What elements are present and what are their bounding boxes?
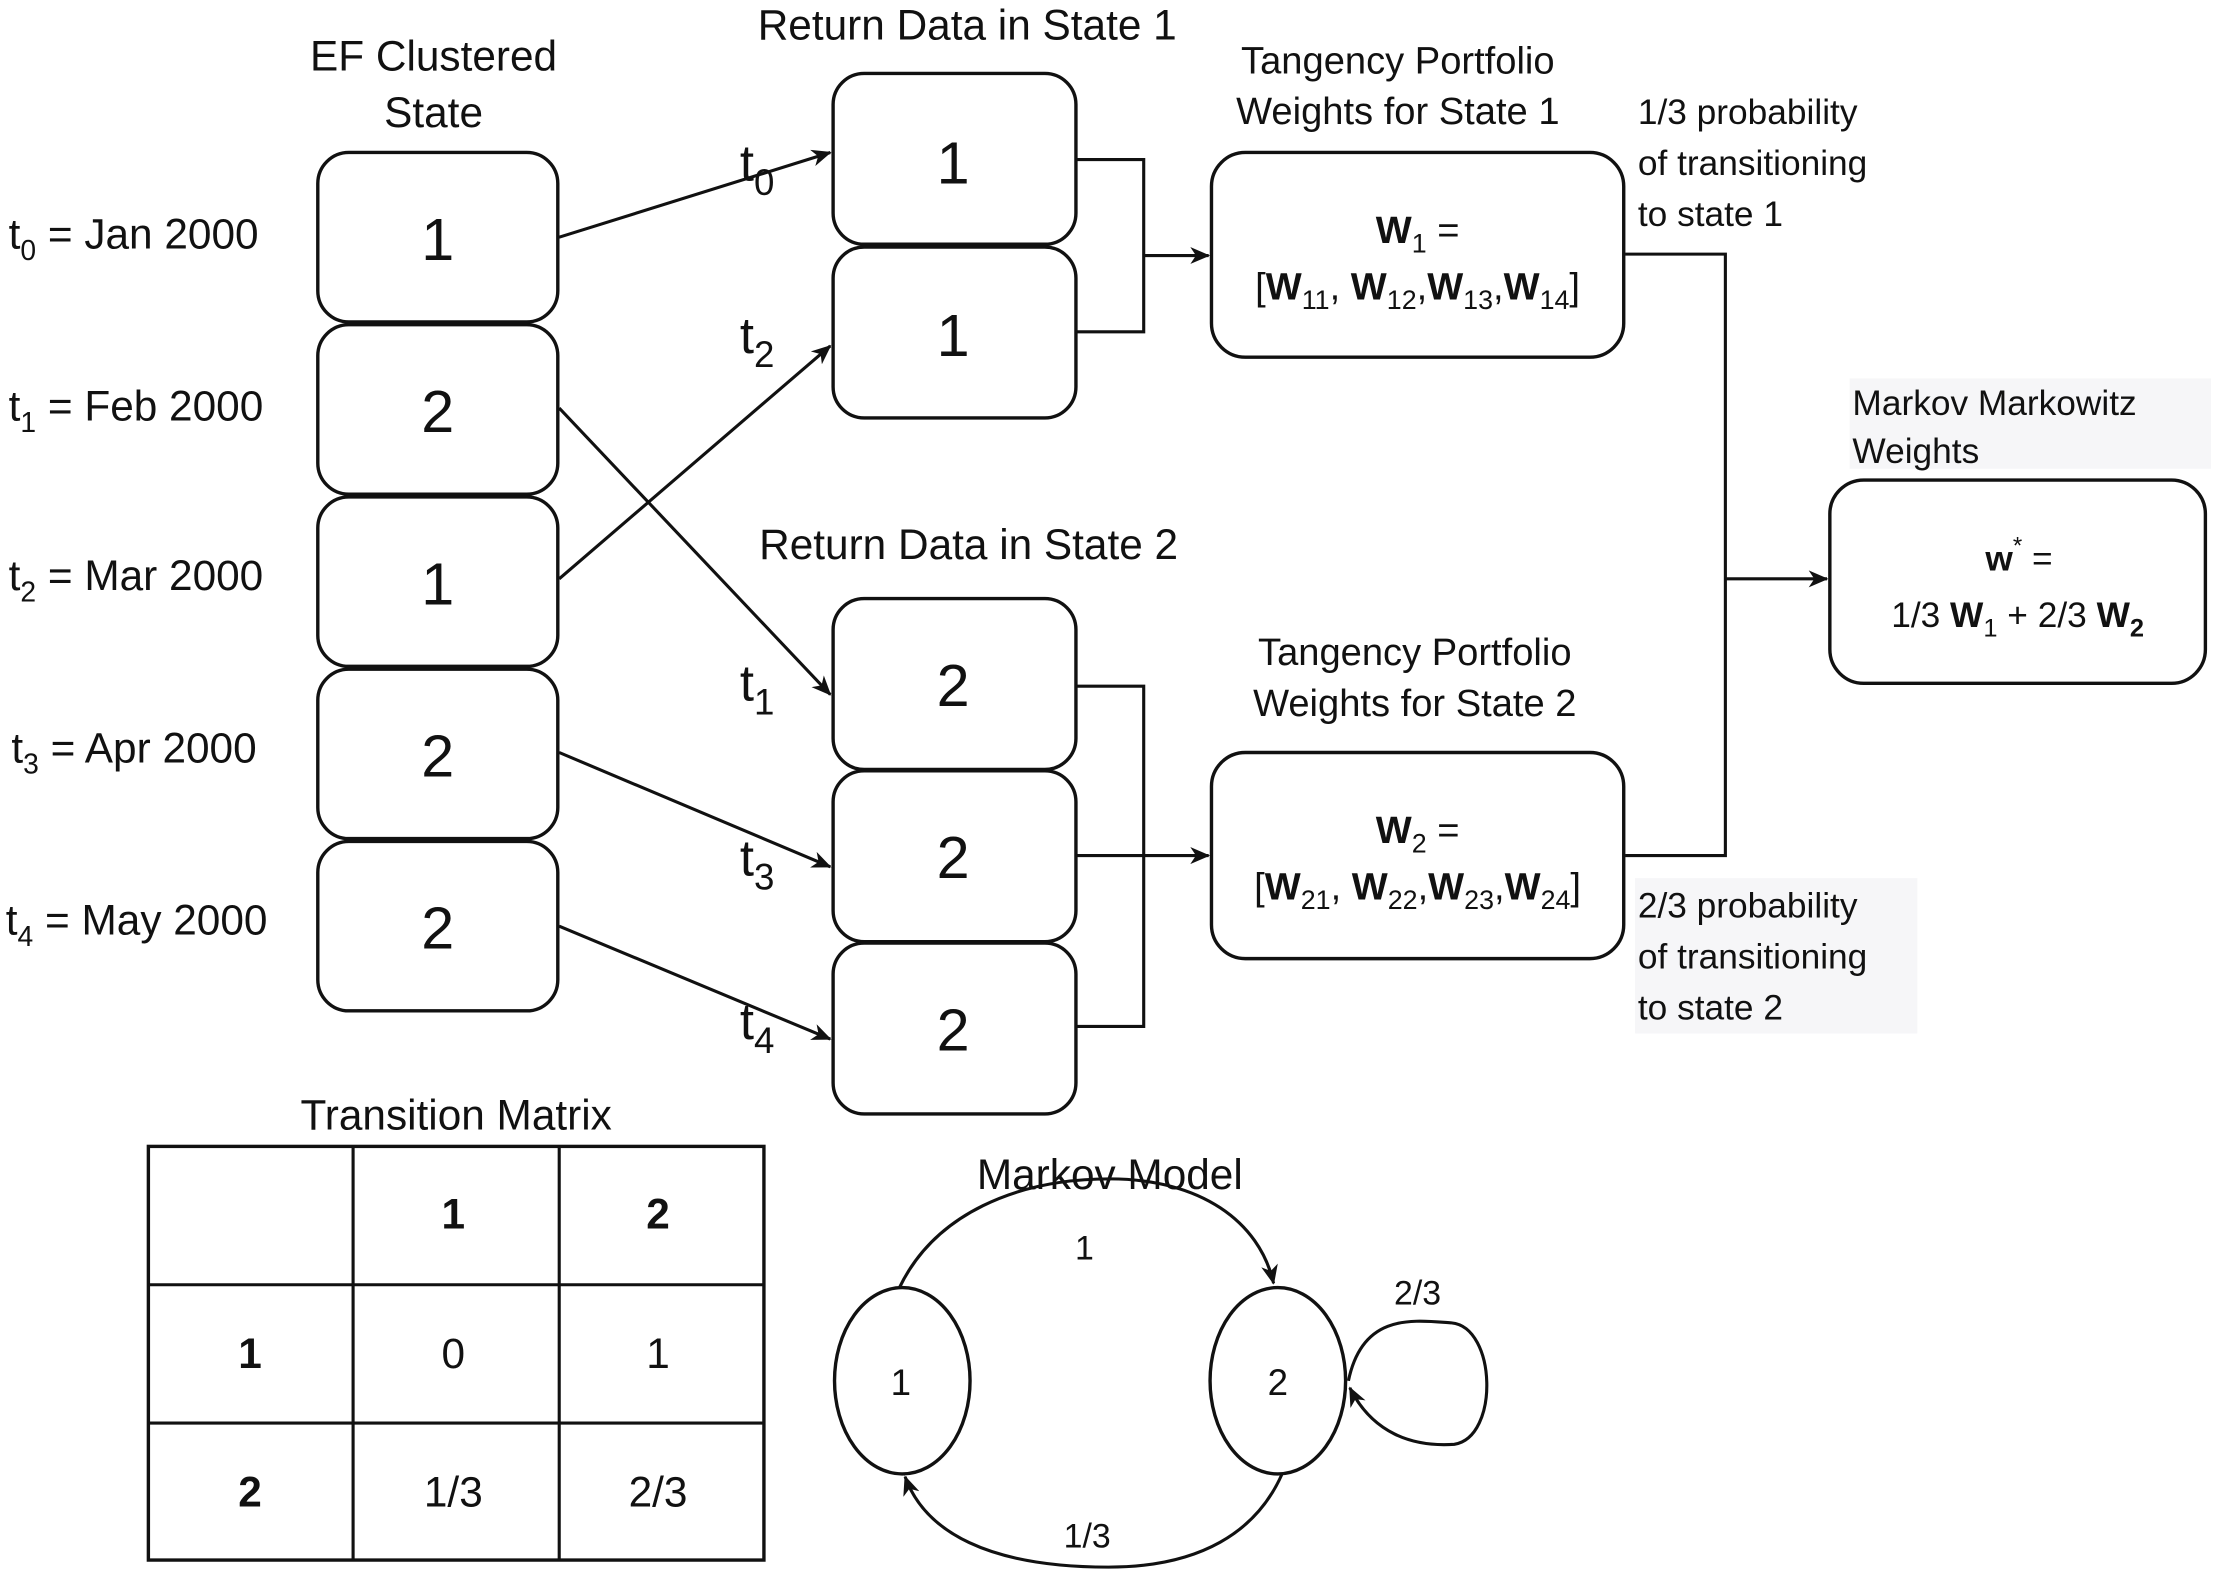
ef-title-line1: EF Clustered xyxy=(310,33,557,80)
markowitz-title-line1: Markov Markowitz xyxy=(1852,384,2136,423)
markov-state-label: 1 xyxy=(891,1362,911,1403)
markowitz-formula: 1/3 W1 + 2/3 W2 xyxy=(1891,596,2144,643)
arrow-t4 xyxy=(558,924,832,1041)
return-box-value: 1 xyxy=(937,302,970,369)
prob2-line3: to state 2 xyxy=(1638,988,1783,1027)
return-box xyxy=(831,245,1078,420)
return-box-value: 2 xyxy=(937,824,970,891)
transition-matrix: Transition Matrix 1 2 1 0 1 2 1/3 2/3 xyxy=(146,1091,766,1562)
arrow-t0 xyxy=(558,149,832,239)
matrix-header-cell: 2 xyxy=(646,1190,670,1237)
tangency1-weight-label: W1 = xyxy=(1376,210,1460,259)
prob1-line3: to state 1 xyxy=(1638,195,1783,234)
return-state1-title: Return Data in State 1 xyxy=(758,2,1177,49)
arrow-t3 xyxy=(558,751,832,869)
return-data-state1-section: Return Data in State 1 1 1 t0 t2 xyxy=(740,2,1177,420)
matrix-cell: 0 xyxy=(442,1330,466,1377)
tangency-portfolio-state1: Tangency Portfolio Weights for State 1 W… xyxy=(1209,40,1626,359)
ef-clustered-state-section: EF Clustered State 1 2 1 2 2 t0 = Jan 20… xyxy=(6,33,560,1013)
return-to-tangency-connectors xyxy=(1077,157,1211,1028)
matrix-row-label: 1 xyxy=(238,1330,262,1377)
return-time-label: t3 xyxy=(740,829,775,897)
matrix-cell: 1 xyxy=(646,1330,670,1377)
return-state2-title: Return Data in State 2 xyxy=(759,521,1178,568)
time-label: t1 = Feb 2000 xyxy=(9,383,264,438)
tangency1-title-line1: Tangency Portfolio xyxy=(1241,40,1555,82)
return-box xyxy=(831,71,1078,246)
return-data-state2-section: Return Data in State 2 2 2 2 t1 t3 t4 xyxy=(740,521,1178,1116)
ef-state-value: 2 xyxy=(421,378,454,445)
state-assignment-arrows xyxy=(558,149,832,1041)
markov-edge-2-to-2 xyxy=(1346,1319,1489,1447)
matrix-cell: 1/3 xyxy=(424,1468,483,1515)
time-label: t2 = Mar 2000 xyxy=(9,552,264,607)
ef-state-value: 2 xyxy=(421,895,454,962)
ef-state-box xyxy=(316,667,560,841)
prob2-line1: 2/3 probability xyxy=(1638,887,1858,926)
prob1-line2: of transitioning xyxy=(1638,144,1867,183)
ef-state-value: 1 xyxy=(421,550,454,617)
markowitz-box xyxy=(1828,478,2208,686)
markov-edge-1-to-2 xyxy=(898,1177,1278,1289)
tangency2-title-line2: Weights for State 2 xyxy=(1253,683,1576,725)
ef-title-line2: State xyxy=(384,89,483,136)
markov-edge-label: 1 xyxy=(1075,1229,1094,1267)
tangency2-title-line1: Tangency Portfolio xyxy=(1258,632,1572,674)
matrix-row-label: 2 xyxy=(238,1468,262,1515)
probability-label-state1: 1/3 probability of transitioning to stat… xyxy=(1638,93,1867,234)
markov-model: Markov Model 1 2 1 2/3 1/3 xyxy=(832,1151,1489,1569)
return-box-value: 1 xyxy=(937,130,970,197)
markowitz-weight-label: w* = xyxy=(1984,532,2052,578)
combine-connector xyxy=(1625,252,1829,858)
prob2-line2: of transitioning xyxy=(1638,938,1867,977)
markov-edge-label: 2/3 xyxy=(1394,1275,1441,1313)
probability-label-state2: 2/3 probability of transitioning to stat… xyxy=(1635,878,1918,1034)
state1-bracket xyxy=(1077,157,1146,334)
tangency1-box xyxy=(1209,150,1626,359)
combine-line xyxy=(1625,252,1727,858)
matrix-border xyxy=(146,1144,766,1562)
markov-state-label: 2 xyxy=(1268,1362,1288,1403)
time-label: t3 = Apr 2000 xyxy=(11,724,256,779)
markov-state-node xyxy=(832,1285,972,1476)
ef-state-box xyxy=(316,323,560,496)
markov-state-node xyxy=(1208,1285,1348,1476)
return-time-label: t0 xyxy=(740,135,775,203)
time-label: t0 = Jan 2000 xyxy=(9,210,259,265)
markowitz-title-line2: Weights xyxy=(1852,432,1979,471)
ef-state-box xyxy=(316,839,560,1013)
return-time-label: t1 xyxy=(740,654,775,722)
transition-matrix-title: Transition Matrix xyxy=(300,1091,611,1138)
markowitz-title-highlight xyxy=(1849,378,2212,469)
return-box-value: 2 xyxy=(937,652,970,719)
markov-markowitz-weights: Markov Markowitz Weights w* = 1/3 W1 + 2… xyxy=(1828,378,2212,686)
markov-edge-label: 1/3 xyxy=(1064,1517,1111,1555)
ef-state-value: 1 xyxy=(421,206,454,273)
arrow-t2 xyxy=(558,344,832,581)
tangency-portfolio-state2: Tangency Portfolio Weights for State 2 W… xyxy=(1209,632,1626,961)
tangency2-box xyxy=(1209,750,1626,961)
return-time-label: t2 xyxy=(740,307,775,375)
return-box xyxy=(831,941,1078,1116)
return-box-value: 2 xyxy=(937,996,970,1063)
time-label: t4 = May 2000 xyxy=(6,897,268,952)
matrix-cell: 2/3 xyxy=(629,1468,688,1515)
ef-state-value: 2 xyxy=(421,722,454,789)
ef-state-box xyxy=(316,150,560,324)
tangency1-weight-vector: [W11, W12,W13,W14] xyxy=(1255,266,1580,315)
markov-edge-2-to-1 xyxy=(903,1473,1284,1569)
ef-state-box xyxy=(316,495,560,669)
tangency1-title-line2: Weights for State 1 xyxy=(1236,91,1559,133)
matrix-header-cell: 1 xyxy=(442,1190,466,1237)
tangency2-weight-label: W2 = xyxy=(1376,810,1460,859)
prob2-highlight xyxy=(1635,878,1918,1034)
prob1-line1: 1/3 probability xyxy=(1638,93,1858,132)
arrow-t1 xyxy=(558,406,832,696)
